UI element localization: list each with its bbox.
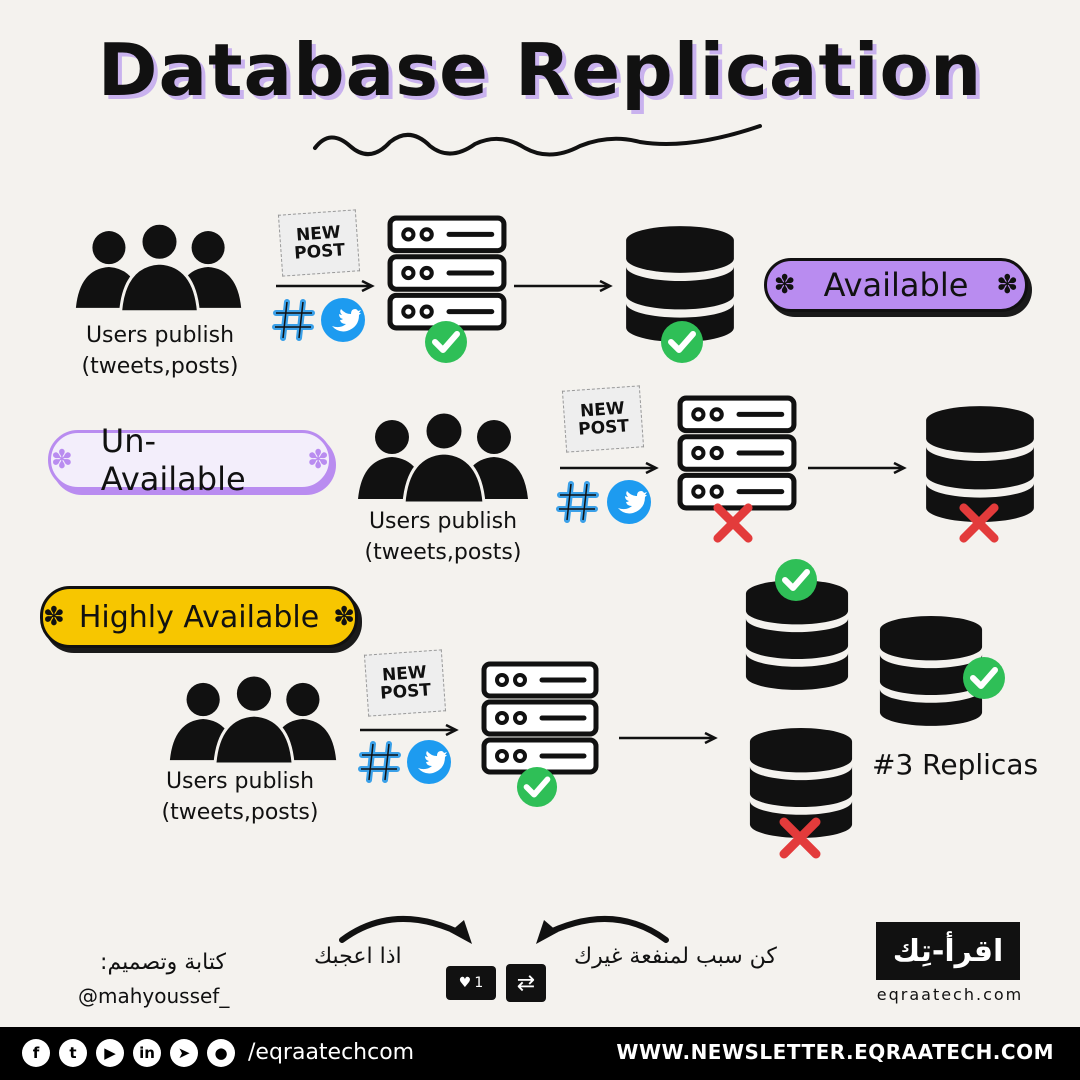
arrow-server-to-db (806, 462, 910, 474)
new-post-badge-icon: NEW POST (363, 649, 447, 717)
curved-arrow-icon (536, 916, 669, 944)
star-icon: ✽ (307, 445, 329, 475)
star-icon: ✽ (43, 602, 65, 632)
status-pill-highly-available: ✽ Highly Available ✽ (40, 586, 358, 648)
server-icon (386, 214, 508, 332)
eqraatech-logo: اقرأ-تِك (876, 922, 1020, 980)
check-icon (516, 766, 558, 808)
like-prompt: اذا اعجبك (314, 944, 402, 969)
arrow-users-to-server (558, 462, 662, 474)
author-arabic-label: كتابة وتصميم: (100, 950, 226, 975)
users-group-icon (72, 224, 247, 312)
linkedin-icon[interactable]: in (133, 1039, 161, 1067)
retweet-icon: ⇄ (516, 970, 536, 996)
twitter-icon (320, 297, 366, 343)
arrow-users-to-server (360, 724, 460, 736)
users-group-icon (354, 412, 534, 504)
arrow-server-to-replicas (618, 732, 720, 744)
page-title: Database Replication (97, 28, 983, 112)
twitter-icon (406, 739, 452, 785)
status-pill-unavailable: ✽ Un-Available ✽ (48, 422, 332, 498)
cross-icon (712, 502, 754, 544)
server-icon (676, 394, 798, 512)
check-icon (774, 558, 818, 602)
hashtag-icon (556, 480, 600, 524)
like-button[interactable]: ♥ 1 (446, 966, 496, 1000)
new-post-badge-icon: NEW POST (277, 209, 361, 277)
hashtag-icon (272, 298, 316, 342)
replicas-count-label: #3 Replicas (872, 748, 1039, 781)
new-post-badge-icon: NEW POST (561, 385, 645, 453)
arrow-users-to-server (276, 280, 376, 292)
heart-icon: ♥ (458, 975, 472, 991)
users-publish-label: Users publish (tweets,posts) (81, 323, 239, 379)
check-icon (660, 320, 704, 364)
star-icon: ✽ (51, 445, 73, 475)
telegram-icon[interactable]: ➤ (170, 1039, 198, 1067)
cross-icon (778, 816, 822, 860)
retweet-button[interactable]: ⇄ (506, 964, 546, 1002)
author-handle: @mahyoussef_ (78, 984, 230, 1008)
github-icon[interactable]: ● (207, 1039, 235, 1067)
users-publish-label: Users publish (tweets,posts) (364, 509, 522, 565)
star-icon: ✽ (996, 270, 1019, 300)
logo-domain: eqraatech.com (876, 985, 1024, 1004)
arrow-server-to-db (512, 280, 616, 292)
star-icon: ✽ (773, 270, 796, 300)
share-prompt: كن سبب لمنفعة غيرك (574, 944, 777, 969)
social-icons: f t ▶ in ➤ ● (22, 1039, 235, 1067)
footer-handle: /eqraatechcom (248, 1040, 415, 1065)
facebook-icon[interactable]: f (22, 1039, 50, 1067)
star-icon: ✽ (333, 602, 355, 632)
curved-arrow-icon (339, 916, 472, 944)
title-underline-squiggle (313, 124, 762, 157)
twitter-icon (606, 479, 652, 525)
youtube-icon[interactable]: ▶ (96, 1039, 124, 1067)
server-icon (480, 660, 600, 776)
check-icon (424, 320, 468, 364)
twitter-icon[interactable]: t (59, 1039, 87, 1067)
check-icon (962, 656, 1006, 700)
cross-icon (958, 502, 1000, 544)
newsletter-link[interactable]: WWW.NEWSLETTER.EQRAATECH.COM (616, 1040, 1054, 1064)
status-pill-available: ✽ Available ✽ (764, 258, 1028, 312)
users-group-icon (166, 676, 342, 764)
hashtag-icon (358, 740, 402, 784)
users-publish-label: Users publish (tweets,posts) (161, 769, 319, 825)
